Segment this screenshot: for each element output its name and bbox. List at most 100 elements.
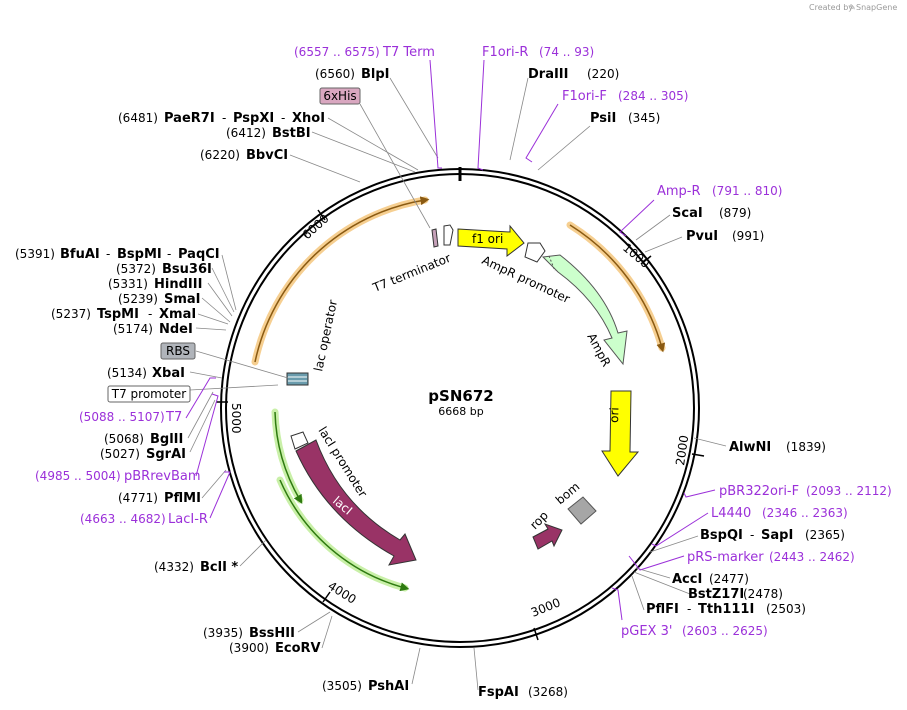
leader-xbai	[189, 371, 223, 379]
box-t7prom-label: T7 promoter	[111, 387, 187, 401]
site-ndei-pos: (5174)	[113, 322, 153, 336]
site-psi-name: PsiI	[590, 111, 616, 126]
site-ecorv-name: EcoRV	[275, 641, 321, 656]
primer-line-l4440	[651, 512, 709, 547]
primer-line-f1ori-r	[477, 59, 485, 171]
site-bfuai-sep2: -	[167, 247, 171, 261]
credit-created-by: Created by	[809, 3, 853, 12]
primer-pgex-name: pGEX 3'	[621, 624, 672, 639]
f1-ori-feature	[457, 224, 525, 258]
site-tspmi-pos: (5237)	[51, 307, 91, 321]
tick-mark-1000	[640, 255, 652, 265]
primer-leader-lines	[185, 59, 716, 621]
primer-line-laci-r	[209, 471, 231, 519]
site-dra3-name: DraIII	[528, 67, 569, 82]
leader-scai	[635, 214, 671, 241]
primer-t7-name: T7	[165, 410, 182, 425]
primer-f1ori-r-range: (74 .. 93)	[539, 45, 594, 59]
site-ndei-name: NdeI	[159, 322, 193, 337]
primer-line-pbrrevbam	[195, 393, 219, 477]
leader-bfuai	[221, 254, 237, 311]
tick-mark-6000	[317, 209, 326, 221]
site-bspqi-sep: -	[750, 528, 754, 542]
leader-rbs	[195, 350, 289, 379]
credit-brand: SnapGene	[856, 3, 897, 12]
site-scai-name: ScaI	[672, 206, 703, 221]
primer-line-f1ori-f	[525, 103, 559, 163]
site-bcli-pos: (4332)	[154, 560, 194, 574]
primer-f1ori-r-name: F1ori-R	[482, 45, 528, 60]
tick-label-3000: 3000	[529, 595, 563, 619]
site-smai-pos: (5239)	[118, 292, 158, 306]
ampr-feature	[541, 254, 628, 366]
laci-orf-arc-upper	[274, 411, 303, 504]
leader-his	[359, 103, 431, 229]
site-bstz-name: BstZ17I	[688, 587, 744, 602]
site-bfuai-name: BfuAI	[60, 247, 100, 262]
site-hind3-pos: (5331)	[108, 277, 148, 291]
site-fspai-pos: (3268)	[528, 685, 568, 699]
leader-t7prom	[189, 384, 279, 391]
site-paer-sep2: -	[281, 111, 285, 125]
snapgene-icon: ✎	[849, 3, 856, 12]
leader-paer	[327, 117, 419, 171]
primer-line-pbr322	[683, 489, 716, 498]
tick-label-2000: 2000	[673, 434, 691, 466]
primer-f1ori-f-name: F1ori-F	[562, 89, 607, 104]
site-bstbi-pos: (6412)	[226, 126, 266, 140]
site-bsu36i-name: Bsu36I	[162, 262, 212, 277]
site-bfuai-name2: BspMI	[117, 247, 162, 262]
site-paer-sep1: -	[222, 111, 226, 125]
laci-orf-arc-lower	[279, 479, 410, 592]
site-pvui-pos: (991)	[732, 229, 764, 243]
t7-terminator-feature	[431, 228, 439, 248]
ampr-promoter-feature	[524, 242, 546, 263]
primer-pgex-range: (2603 .. 2625)	[682, 624, 768, 638]
box-t7prom	[107, 385, 191, 403]
primer-prs-range: (2443 .. 2462)	[769, 550, 855, 564]
primer-amp-r-name: Amp-R	[657, 184, 701, 199]
leader-bsu36i	[211, 267, 235, 313]
site-pflmi-name: PflMI	[164, 491, 201, 506]
label-f1-ori: f1 ori	[472, 232, 503, 246]
laci-orf-arc-upper-glow	[271, 408, 304, 504]
site-bcli-name: BclI *	[200, 560, 238, 575]
site-bspqi-pos: (2365)	[805, 528, 845, 542]
primer-prs-name: pRS-marker	[687, 550, 764, 565]
leader-pflfi	[631, 575, 645, 611]
primer-t7term-name: T7 Term	[382, 45, 435, 60]
site-pvui-name: PvuI	[686, 229, 718, 244]
box-rbs	[160, 342, 196, 360]
site-bsshii-pos: (3935)	[203, 626, 243, 640]
primer-laci-r-name: LacI-R	[168, 512, 208, 527]
site-bsshii-name: BssHII	[249, 626, 295, 641]
site-xbai-pos: (5134)	[107, 366, 147, 380]
box-his-label: 6xHis	[323, 89, 356, 103]
site-alwni-name: AlwNI	[729, 440, 771, 455]
site-scai-pos: (879)	[719, 206, 751, 220]
box-leader-lines	[189, 103, 431, 391]
leader-bcli	[239, 539, 267, 567]
leader-pflmi	[201, 469, 227, 499]
site-paer-pos: (6481)	[118, 111, 158, 125]
site-bsu36i-pos: (5372)	[116, 262, 156, 276]
label-t7-terminator: T7 terminator	[370, 251, 453, 295]
orf-arc-right	[569, 224, 666, 353]
site-bfuai-sep1: -	[106, 247, 110, 261]
leader-ecorv	[321, 615, 333, 649]
site-ecorv-pos: (3900)	[229, 641, 269, 655]
site-bfuai-pos: (5391)	[15, 247, 55, 261]
site-bspqi-name2: SapI	[761, 528, 793, 543]
site-tspmi-name2: XmaI	[159, 307, 196, 322]
primer-amp-r-range: (791 .. 810)	[712, 184, 782, 198]
primer-l4440-range: (2346 .. 2363)	[762, 506, 848, 520]
site-acci-name: AccI	[672, 572, 702, 587]
site-fspai-name: FspAI	[478, 685, 519, 700]
site-acci-pos: (2477)	[709, 572, 749, 586]
his-tag-feature	[443, 224, 454, 246]
site-bgl2-pos: (5068)	[104, 432, 144, 446]
site-pflfi-name2: Tth111I	[698, 602, 754, 617]
site-bspqi-name: BspQI	[700, 528, 743, 543]
site-psi-pos: (345)	[628, 111, 660, 125]
